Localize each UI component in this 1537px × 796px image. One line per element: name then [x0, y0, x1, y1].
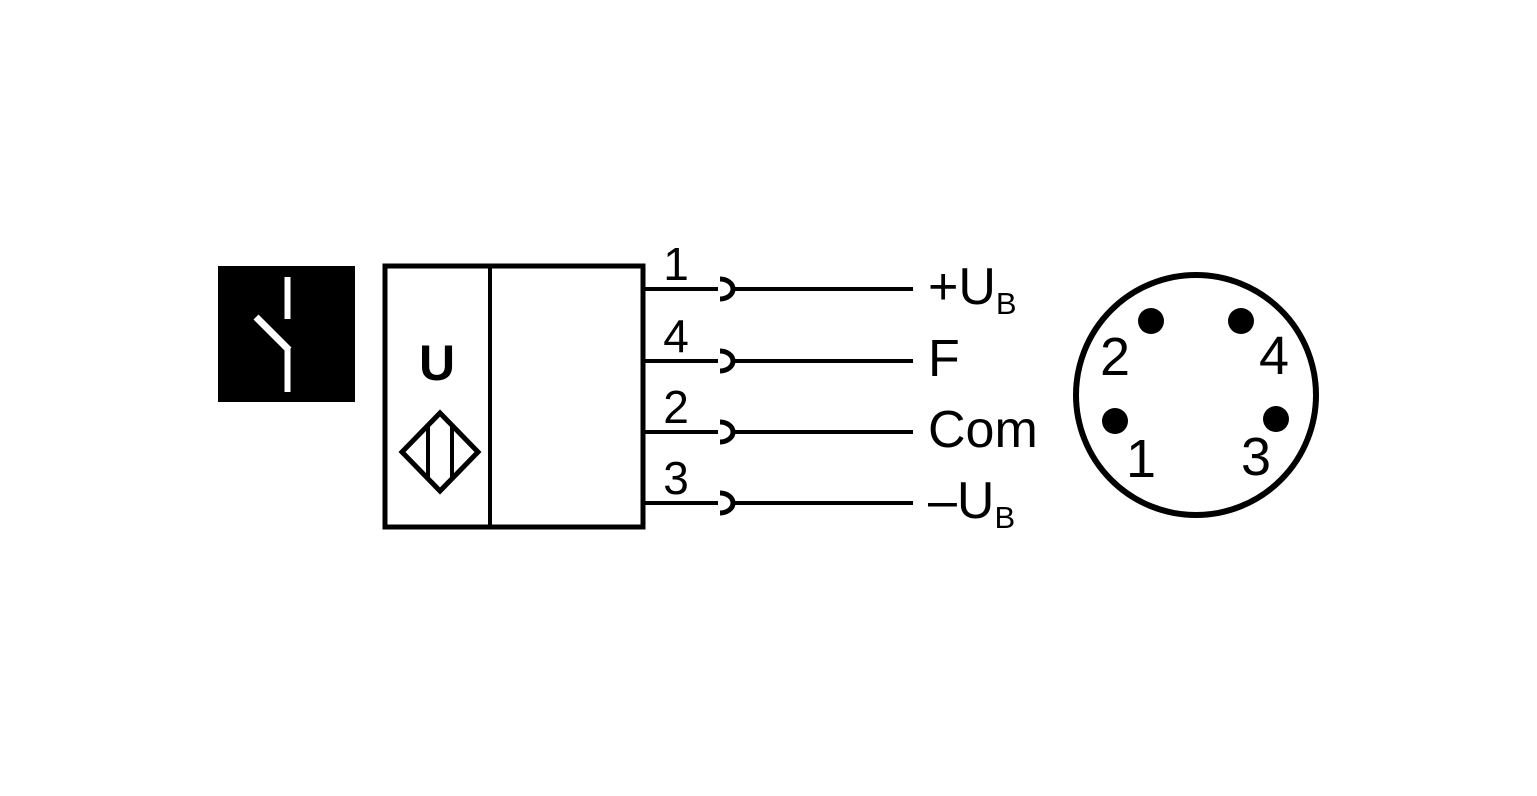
diamond-sensor-icon [398, 409, 482, 495]
wire-label-main: +U [928, 258, 996, 316]
wire-label-main: Com [928, 401, 1038, 459]
switch-icon-normally-open [218, 266, 355, 402]
plug-connector-arc-icon [719, 348, 736, 374]
wire-function-label: F [928, 330, 960, 388]
wire-row-pin-3: 3 –UB [644, 452, 1015, 535]
wire-function-label: –UB [928, 472, 1015, 535]
connector-outline [1073, 272, 1319, 518]
connector-pin-number-3: 3 [1241, 427, 1271, 487]
connector-pin-dot-1 [1102, 408, 1128, 434]
connector-pin-number-4: 4 [1259, 326, 1289, 386]
plug-connector-arc-icon [719, 276, 736, 302]
wire-function-label: Com [928, 401, 1038, 459]
wire-row-pin-2: 2 Com [644, 381, 1038, 459]
wire-label-main: –U [928, 472, 994, 530]
wire-pin-number: 3 [663, 452, 689, 504]
connector-pin-dot-2 [1138, 308, 1164, 334]
wire-row-pin-1: 1 +UB [644, 238, 1017, 321]
wire-pin-number: 4 [663, 310, 689, 362]
connector-pinout: 2 4 1 3 [1073, 272, 1319, 518]
wire-label-subscript: B [994, 500, 1015, 535]
wire-pin-number: 2 [663, 381, 689, 433]
sensor-output-type-label: U [419, 335, 455, 391]
wire-function-label: +UB [928, 258, 1017, 321]
sensor-body: U [382, 263, 646, 530]
switch-lever-line [253, 314, 292, 353]
wire-row-pin-4: 4 F [644, 310, 960, 388]
sensor-outline [382, 263, 646, 530]
connector-pin-number-2: 2 [1100, 327, 1130, 387]
wire-label-subscript: B [996, 286, 1017, 321]
connector-pin-dot-3 [1263, 406, 1289, 432]
plug-connector-arc-icon [719, 490, 736, 516]
wire-pin-number: 1 [663, 238, 689, 290]
plug-connector-arc-icon [719, 419, 736, 445]
connector-pin-dot-4 [1228, 308, 1254, 334]
connector-pin-number-1: 1 [1126, 429, 1156, 489]
wire-label-main: F [928, 330, 960, 388]
